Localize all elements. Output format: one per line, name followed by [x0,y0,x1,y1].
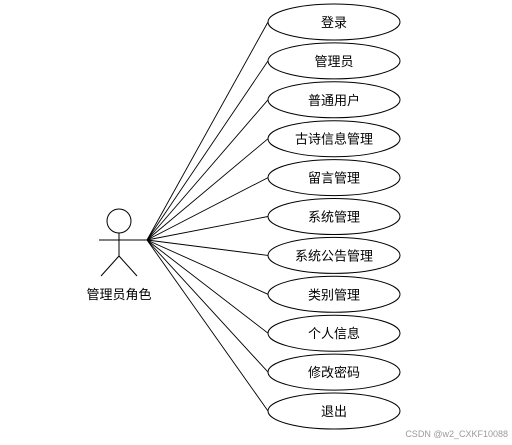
use-case-8: 个人信息 [267,314,401,352]
use-case-label: 古诗信息管理 [295,132,373,148]
use-case-10: 退出 [267,392,401,430]
use-case-ellipse [267,3,401,41]
use-case-label: 普通用户 [308,93,360,109]
use-case-label: 类别管理 [308,288,360,303]
use-case-ellipse [267,275,401,313]
use-case-label: 退出 [321,405,347,420]
use-case-ellipse [267,392,401,430]
watermark: CSDN @w2_CXKF10088 [405,429,508,439]
use-case-ellipse [267,236,401,274]
use-case-ellipse [267,353,401,391]
use-case-label: 系统公告管理 [295,249,373,264]
association-line [146,239,269,295]
use-case-6: 系统公告管理 [267,236,401,274]
association-line [146,60,269,241]
actor-head [106,208,132,234]
use-case-label: 留言管理 [308,172,360,187]
use-case-2: 普通用户 [267,81,401,119]
use-case-label: 系统管理 [308,211,360,226]
use-case-9: 修改密码 [267,353,401,391]
association-line [146,216,269,241]
use-case-5: 系统管理 [267,198,401,235]
association-line [146,21,269,241]
actor-left-leg [100,255,120,277]
use-case-1: 管理员 [267,42,401,80]
actor-label: 管理员角色 [86,287,151,303]
association-line [146,239,269,412]
use-case-4: 留言管理 [267,159,401,197]
association-line [146,239,269,256]
actor: 管理员角色 [86,208,152,303]
association-line [146,177,269,241]
association-lines [146,21,269,412]
use-case-label: 修改密码 [308,365,360,381]
use-case-ellipse [267,42,401,80]
association-line [146,99,269,241]
association-line [146,138,269,241]
use-cases: 登录管理员普通用户古诗信息管理留言管理系统管理系统公告管理类别管理个人信息修改密… [267,3,401,430]
association-line [146,239,269,373]
use-case-ellipse [267,81,401,119]
use-case-ellipse [267,314,401,352]
use-case-ellipse [267,159,401,197]
use-case-ellipse [267,120,401,158]
use-case-ellipse [267,198,401,235]
use-case-label: 登录 [321,16,347,31]
use-case-label: 管理员 [314,55,353,70]
use-case-0: 登录 [267,3,401,41]
use-case-label: 个人信息 [308,326,360,342]
actor-right-leg [118,255,138,277]
use-case-3: 古诗信息管理 [267,120,401,158]
use-case-7: 类别管理 [267,275,401,313]
association-line [146,239,269,334]
